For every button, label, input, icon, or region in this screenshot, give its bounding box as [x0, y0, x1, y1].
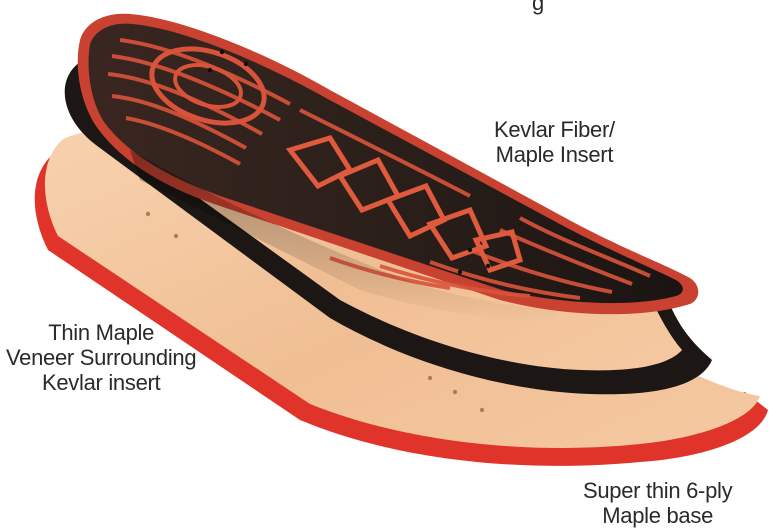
maple-base-label: Super thin 6-ply Maple base	[583, 478, 732, 528]
top-label-fragment-text: g	[532, 0, 544, 15]
base-bolt-hole	[174, 234, 178, 238]
base-bolt-hole	[453, 390, 457, 394]
veneer-label-line-1: Thin Maple	[6, 320, 196, 345]
insert-bolt-hole	[220, 50, 224, 54]
insert-bolt-hole	[486, 264, 490, 268]
insert-bolt-hole	[468, 248, 472, 252]
kevlar-insert-label-line-2: Maple Insert	[494, 142, 615, 167]
insert-bolt-hole	[244, 62, 248, 66]
base-bolt-hole	[480, 408, 484, 412]
top-label-fragment: g	[532, 0, 544, 15]
veneer-label-line-2: Veneer Surrounding	[6, 345, 196, 370]
base-bolt-hole	[428, 376, 432, 380]
kevlar-insert-label: Kevlar Fiber/ Maple Insert	[494, 117, 615, 167]
veneer-label-line-3: Kevlar insert	[6, 370, 196, 395]
insert-bolt-hole	[208, 68, 212, 72]
base-bolt-hole	[146, 212, 150, 216]
maple-base-label-line-1: Super thin 6-ply	[583, 478, 732, 503]
insert-bolt-hole	[458, 270, 462, 274]
maple-base-label-line-2: Maple base	[583, 503, 732, 528]
veneer-label: Thin Maple Veneer Surrounding Kevlar ins…	[6, 320, 196, 395]
kevlar-insert-label-line-1: Kevlar Fiber/	[494, 117, 615, 142]
